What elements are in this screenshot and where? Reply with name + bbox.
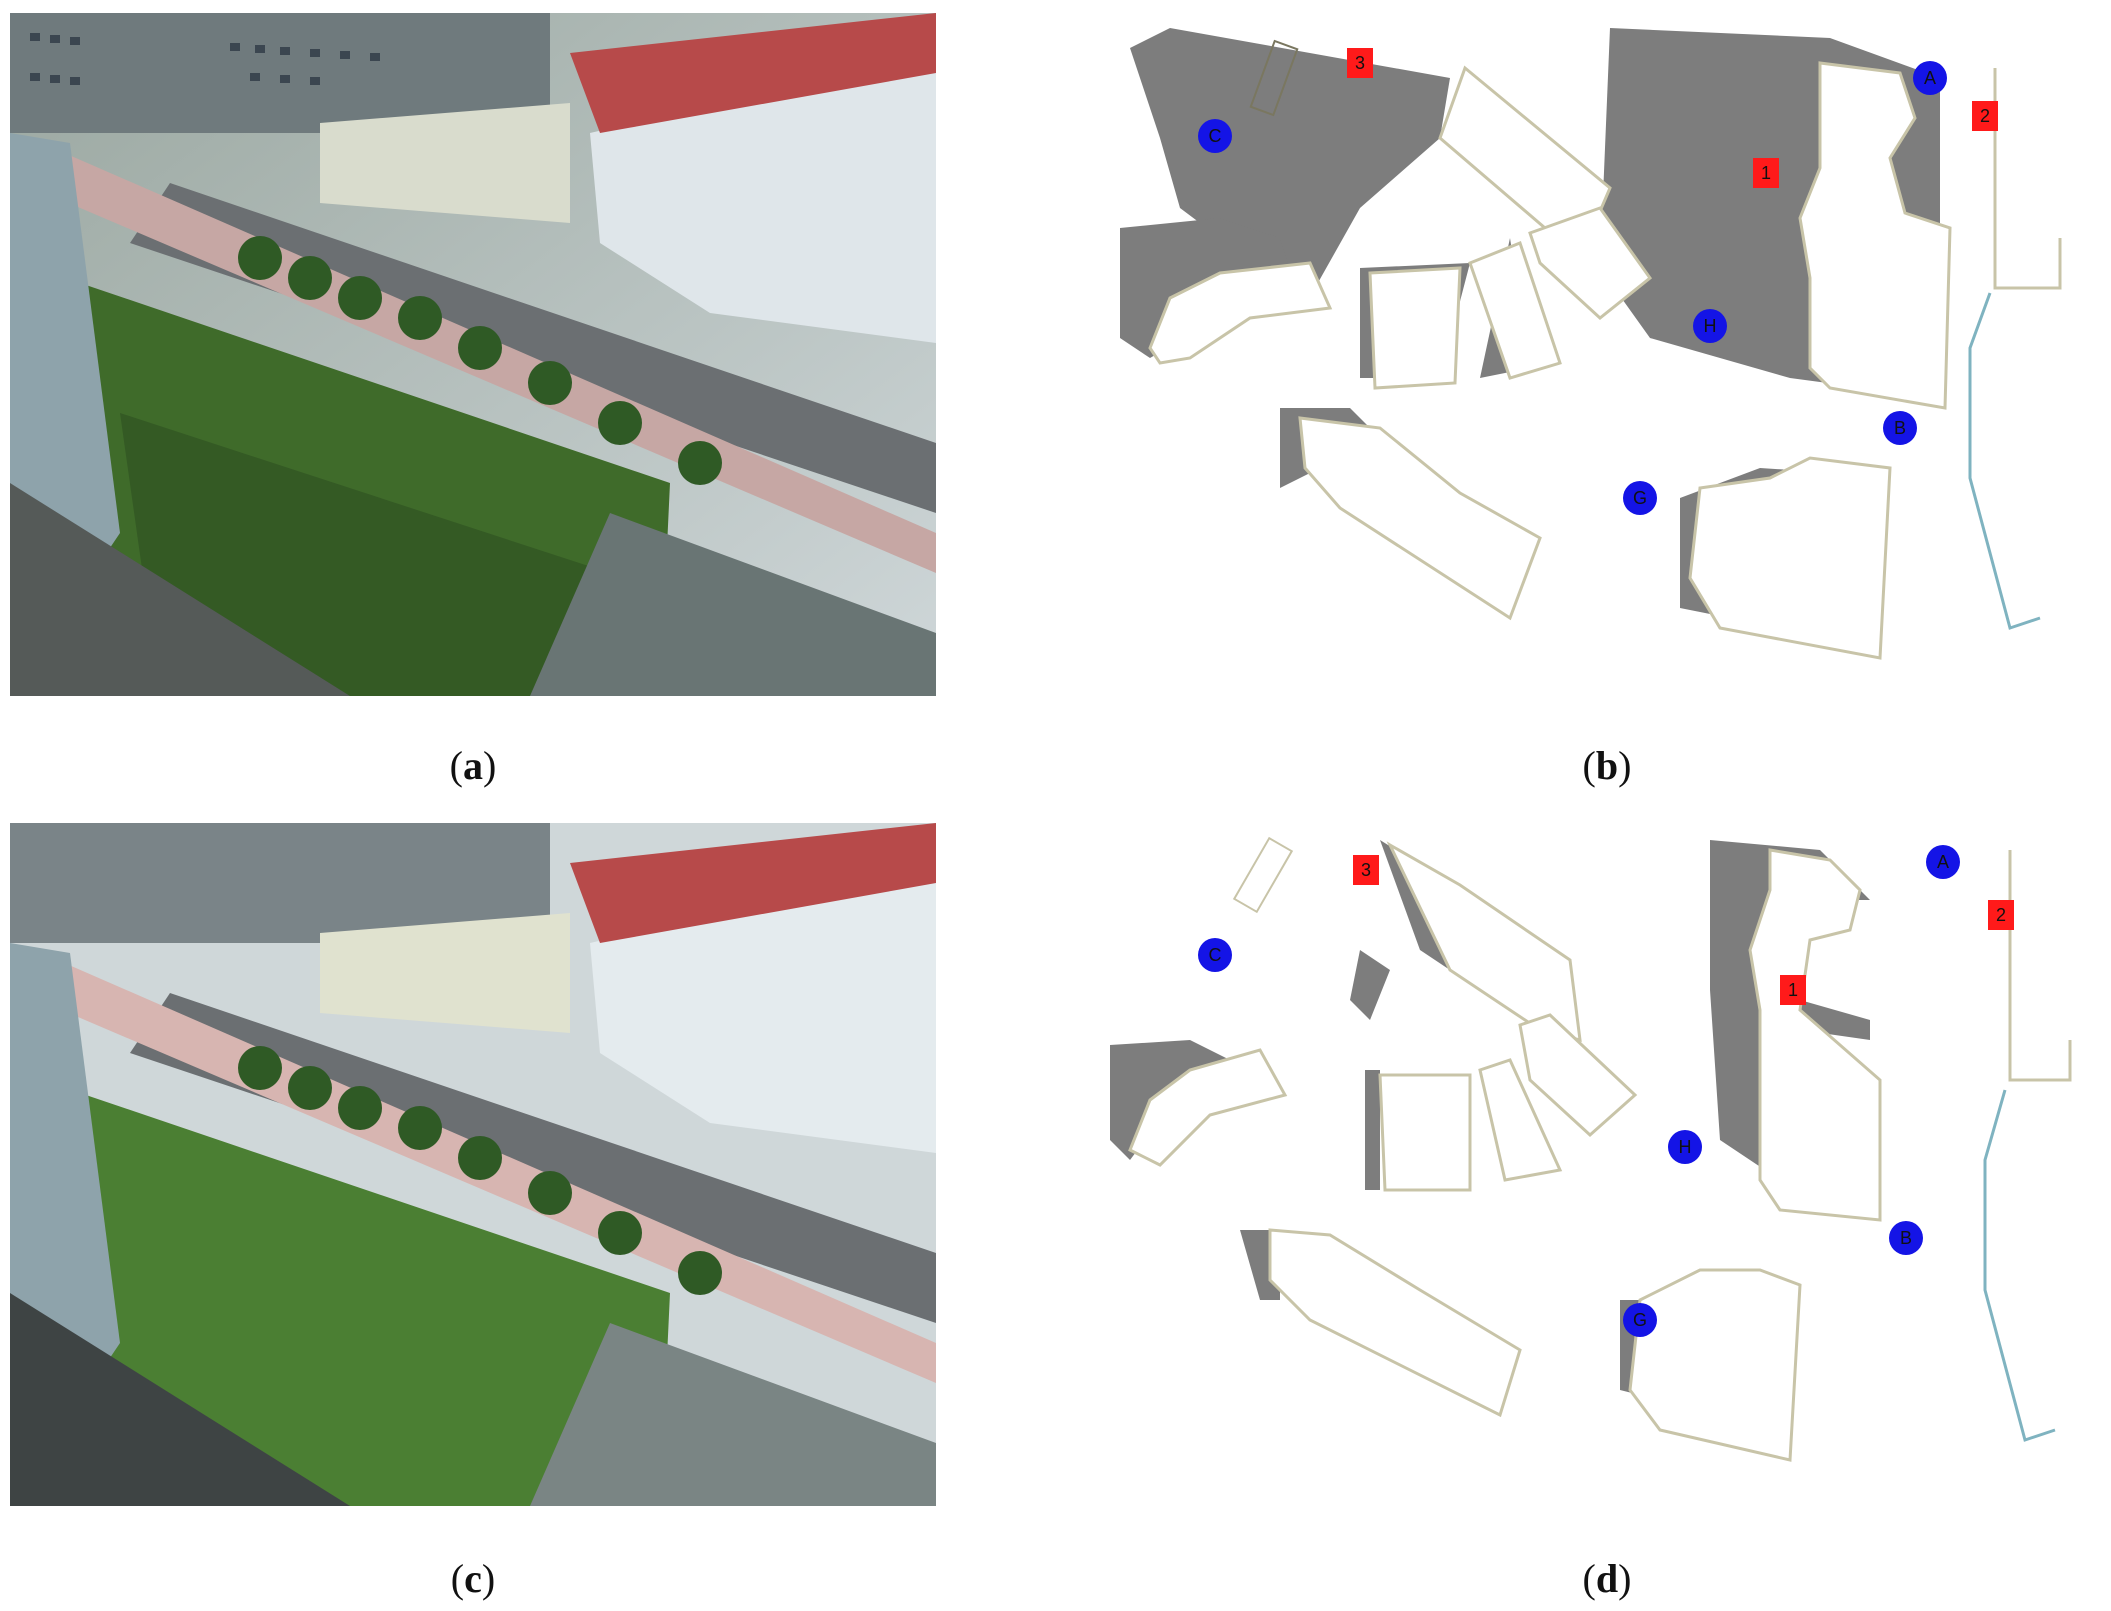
sensor-marker-2-d (1988, 900, 2014, 930)
camera-marker-g (1623, 481, 1657, 515)
camera-marker-a (1913, 61, 1947, 95)
camera-label-g: G (1633, 488, 1647, 508)
camera-label-h: H (1704, 316, 1717, 336)
sensor-label-1: 1 (1761, 163, 1771, 183)
photo-a (10, 13, 936, 696)
caption-letter-d: d (1595, 1556, 1619, 1601)
sensor-marker-3-d (1353, 855, 1379, 885)
sensor-marker-1-d (1780, 975, 1806, 1005)
footprint-map-b: A B C G H 1 2 3 (1120, 28, 2062, 660)
aerial-photo-c (10, 823, 936, 1506)
camera-marker-b (1883, 411, 1917, 445)
camera-label-g-d: G (1633, 1310, 1647, 1330)
sensor-label-2-d: 2 (1996, 905, 2006, 925)
sensor-marker-1 (1753, 158, 1779, 188)
caption-a: (a) (449, 743, 497, 788)
sensor-label-2: 2 (1980, 106, 1990, 126)
camera-marker-b-d (1889, 1221, 1923, 1255)
camera-label-a-d: A (1937, 852, 1949, 872)
camera-label-c-d: C (1209, 945, 1222, 965)
camera-label-c: C (1209, 126, 1222, 146)
camera-label-b: B (1894, 418, 1906, 438)
camera-marker-c-d (1198, 938, 1232, 972)
aerial-photo-a (10, 13, 936, 696)
photo-c (10, 823, 936, 1506)
caption-letter-c: c (464, 1556, 482, 1601)
sensor-label-3-d: 3 (1361, 860, 1371, 880)
sensor-label-3: 3 (1355, 53, 1365, 73)
sensor-marker-2 (1972, 101, 1998, 131)
camera-label-a: A (1924, 68, 1936, 88)
sensor-marker-3 (1347, 48, 1373, 78)
camera-marker-h (1693, 309, 1727, 343)
footprint-map-d: A B C G H 1 2 3 (1110, 836, 2072, 1462)
map-b: A B C G H 1 2 3 (1110, 18, 2110, 688)
caption-letter-b: b (1595, 743, 1619, 788)
caption-d: (d) (1582, 1556, 1632, 1601)
camera-label-h-d: H (1679, 1137, 1692, 1157)
camera-marker-h-d (1668, 1130, 1702, 1164)
camera-marker-g-d (1623, 1303, 1657, 1337)
camera-marker-a-d (1926, 845, 1960, 879)
map-d: A B C G H 1 2 3 (1100, 830, 2110, 1500)
caption-letter-a: a (463, 743, 483, 788)
camera-marker-c (1198, 119, 1232, 153)
camera-label-b-d: B (1900, 1228, 1912, 1248)
caption-c: (c) (450, 1556, 496, 1601)
sensor-label-1-d: 1 (1788, 980, 1798, 1000)
caption-b: (b) (1582, 743, 1632, 788)
